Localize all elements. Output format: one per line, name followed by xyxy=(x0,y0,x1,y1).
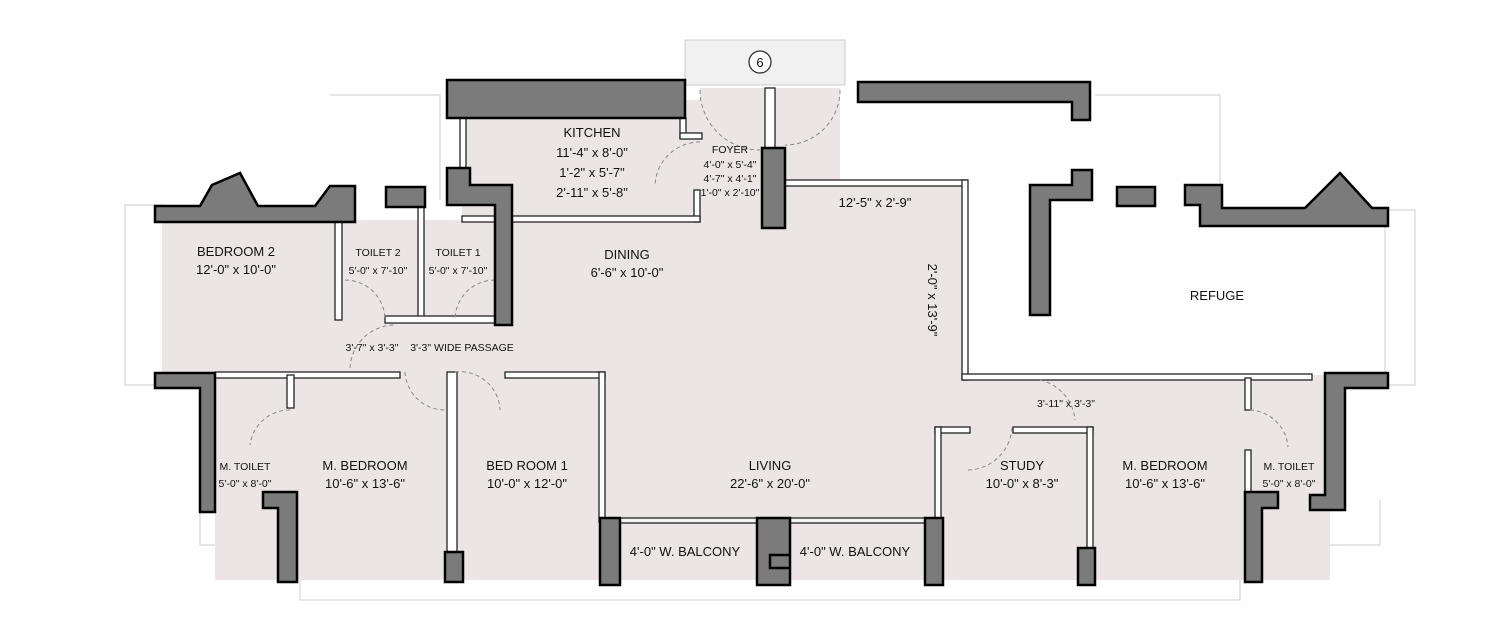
corridor-dims: 12'-5" x 2'-9" xyxy=(839,195,912,210)
toilet2-label: TOILET 2 xyxy=(355,247,400,259)
partitions xyxy=(214,87,1313,573)
stair-marker: 6 xyxy=(748,50,772,74)
toilet2-dims: 5'-0" x 7'-10" xyxy=(349,265,408,277)
study-label: STUDY xyxy=(1000,458,1044,473)
m-toilet-left-label: M. TOILET xyxy=(220,461,272,473)
passage-right-dims: 3'-11" x 3'-3" xyxy=(1037,398,1095,410)
study-dims: 10'-0" x 8'-3" xyxy=(986,476,1059,491)
toilet1-dims: 5'-0" x 7'-10" xyxy=(429,265,488,277)
passage-left-dims: 3'-7" x 3'-3" xyxy=(346,342,399,354)
bedroom1-dims: 10'-0" x 12'-0" xyxy=(487,476,567,491)
walls xyxy=(153,78,1390,587)
living-label: LIVING xyxy=(749,458,792,473)
door-swings xyxy=(249,89,1289,471)
balcony-right-label: 4'-0" W. BALCONY xyxy=(800,544,911,559)
m-bedroom-right-label: M. BEDROOM xyxy=(1122,458,1207,473)
corridor-side-dims: 2'-0" x 13'-9" xyxy=(925,264,940,337)
living-dims: 22'-6" x 20'-0" xyxy=(730,476,810,491)
m-toilet-right-label: M. TOILET xyxy=(1264,461,1316,473)
balcony-left-label: 4'-0" W. BALCONY xyxy=(630,544,741,559)
bedroom1-label: BED ROOM 1 xyxy=(486,458,568,473)
bedroom2-dims: 12'-0" x 10'-0" xyxy=(196,262,276,277)
foyer-dims: 1'-0" x 2'-10" xyxy=(701,187,760,199)
toilet1-label: TOILET 1 xyxy=(435,247,480,259)
dining-label: DINING xyxy=(604,247,650,262)
refuge-label: REFUGE xyxy=(1190,288,1245,303)
bedroom2-label: BEDROOM 2 xyxy=(197,244,275,259)
kitchen-dims: 1'-2" x 5'-7" xyxy=(559,165,625,180)
dining-dims: 6'-6" x 10'-0" xyxy=(591,265,664,280)
m-bedroom-left-label: M. BEDROOM xyxy=(322,458,407,473)
kitchen-label: KITCHEN xyxy=(563,125,620,140)
kitchen-dims: 2'-11" x 5'-8" xyxy=(556,185,628,200)
room-labels: KITCHEN 11'-4" x 8'-0" 1'-2" x 5'-7" 2'-… xyxy=(196,125,1316,559)
foyer-dims: 4'-7" x 4'-1" xyxy=(704,173,757,185)
m-toilet-left-dims: 5'-0" x 8'-0" xyxy=(219,478,272,490)
m-bedroom-right-dims: 10'-6" x 13'-6" xyxy=(1125,476,1205,491)
foyer-dims: 4'-0" x 5'-4" xyxy=(704,159,757,171)
foyer-label: FOYER xyxy=(712,144,749,156)
passage-label: 3'-3" WIDE PASSAGE xyxy=(410,342,514,354)
m-bedroom-left-dims: 10'-6" x 13'-6" xyxy=(325,476,405,491)
m-toilet-right-dims: 5'-0" x 8'-0" xyxy=(1263,478,1316,490)
svg-text:6: 6 xyxy=(756,55,763,70)
kitchen-dims: 11'-4" x 8'-0" xyxy=(556,145,628,160)
